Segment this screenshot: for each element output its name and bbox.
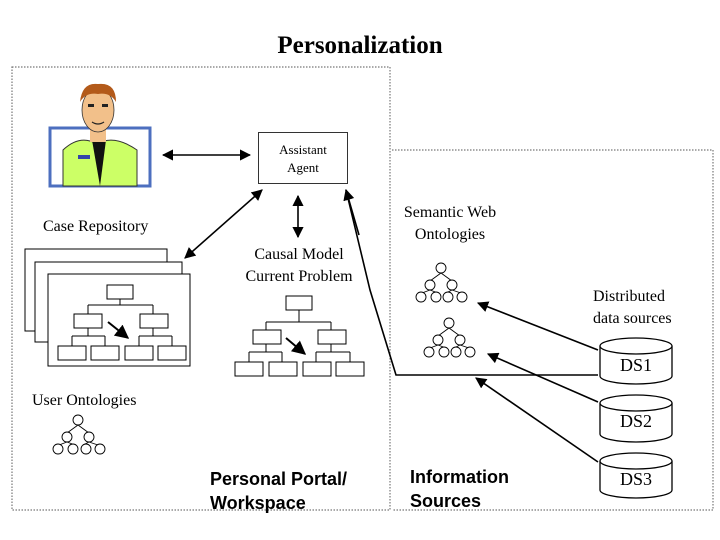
agent-label-line2: Agent — [287, 160, 319, 175]
connector-arrows — [161, 149, 599, 463]
personal-portal-line1: Personal Portal/ — [210, 469, 348, 489]
person-figure-icon — [48, 83, 152, 188]
causal-model-line1: Causal Model — [254, 246, 344, 263]
cylinder-icon — [599, 337, 673, 499]
ds2-label: DS2 — [619, 411, 652, 431]
user-ontologies-label: User Ontologies — [32, 392, 137, 409]
semantic-web-line1: Semantic Web — [403, 204, 497, 221]
assistant-agent-box: Assistant Agent — [258, 132, 348, 184]
semantic-web-label: Semantic Web Ontologies — [388, 202, 512, 246]
causal-model-line2: Current Problem — [245, 268, 353, 285]
right-frame — [392, 149, 714, 511]
distributed-line2: data sources — [593, 310, 672, 327]
causal-model-tree — [234, 295, 365, 377]
personal-portal-label: Personal Portal/ Workspace — [210, 467, 347, 515]
information-sources-line2: Sources — [410, 491, 482, 511]
distributed-line1: Distributed — [593, 288, 665, 305]
personal-portal-line2: Workspace — [210, 493, 306, 513]
causal-model-label: Causal Model Current Problem — [226, 244, 372, 288]
ds1-label: DS1 — [619, 355, 652, 375]
page-title: Personalization — [277, 32, 443, 59]
semantic-web-line2: Ontologies — [414, 226, 486, 243]
left-frame — [11, 66, 391, 511]
distributed-sources-label: Distributed data sources — [593, 286, 708, 330]
agent-label-line1: Assistant — [279, 142, 327, 157]
case-repository-label: Case Repository — [43, 218, 149, 235]
ds3-label: DS3 — [619, 469, 652, 489]
case-tree — [57, 284, 187, 361]
tree-icon — [52, 262, 476, 455]
case-repository-stack — [24, 248, 191, 367]
information-sources-line1: Information — [410, 467, 509, 487]
information-sources-label: Information Sources — [410, 465, 509, 513]
